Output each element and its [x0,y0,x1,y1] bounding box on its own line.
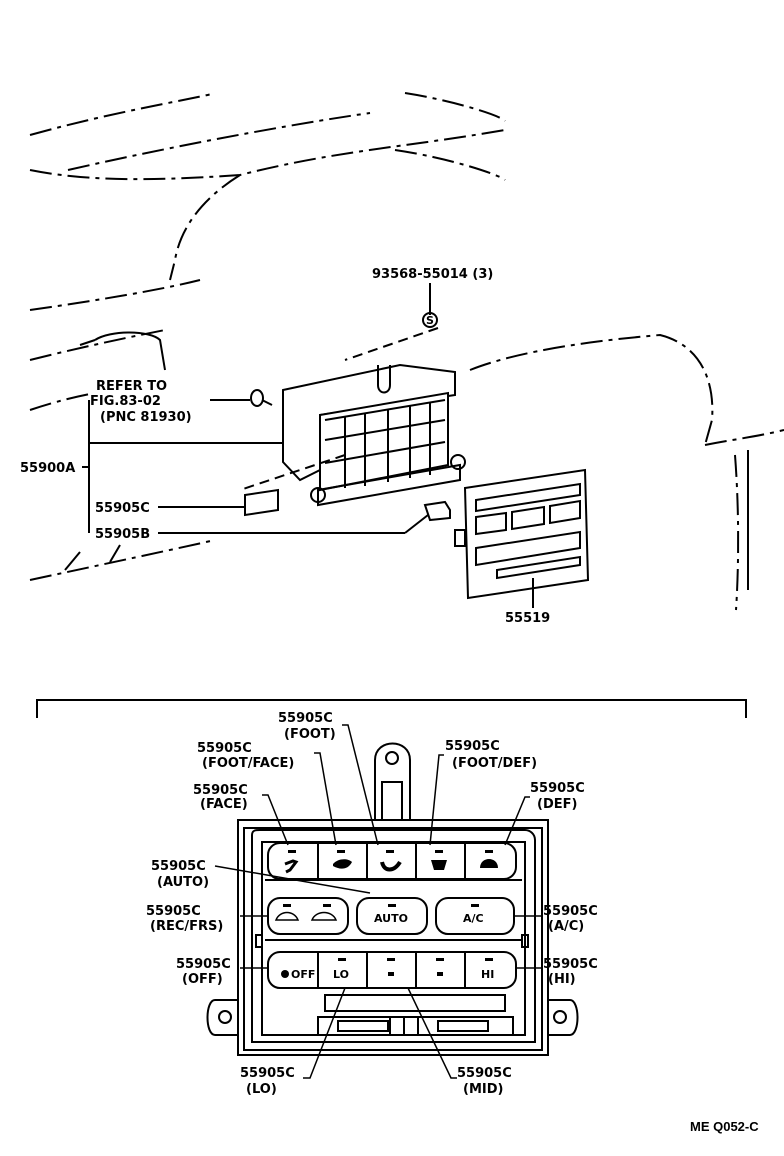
callout-name: (OFF) [182,972,223,987]
lo-button-label: LO [333,968,349,981]
recirculate-icon [274,911,300,921]
callout-part-number: 55905C [543,957,598,972]
foot-face-icon [333,859,352,869]
middle-button-row: AUTO A/C [267,897,515,935]
mode-button-row [267,842,517,880]
callout-part-number: 55905C [543,904,598,919]
callout-part-number: 55905C [193,783,248,798]
climate-control-unit [239,363,466,507]
callout-def: 55905C (DEF) [504,781,585,846]
callout-foot-face: 55905C (FOOT/FACE) [197,741,337,846]
callout-name: (HI) [548,972,576,987]
callout-part-number: 55905C [278,711,333,726]
fan-button-row: OFF LO HI [267,951,517,989]
dashboard-outline [29,92,784,611]
foot-vent-icon [380,860,402,872]
callout-lo: 55905C (LO) [240,987,346,1097]
callout-part-number: 55905C [530,781,585,796]
callout-name: (LO) [246,1082,277,1097]
figure-code: ME Q052-C [690,1119,759,1134]
screw-callout: 93568-55014 (3) S [344,267,493,361]
auto-button[interactable]: AUTO [356,897,428,935]
foot-mode-button[interactable] [380,850,402,872]
defrost-icon [480,859,498,868]
detail-housing [206,742,579,1056]
assembly-label-tree: REFER TO FIG.83-02 (PNC 81930) 55900A 55… [20,379,429,542]
callout-name: (FACE) [200,797,248,812]
callout-foot: 55905C (FOOT) [278,711,379,846]
mounting-screw [250,389,273,407]
knob-b-part [423,500,451,522]
knob-b-part-number: 55905B [95,527,150,542]
detail-bracket [36,699,747,718]
fan-mid1-button[interactable] [387,958,395,976]
callout-ac: 55905C (A/C) [514,904,598,934]
refer-text-line1: REFER TO [96,379,167,394]
callout-part-number: 55905C [457,1066,512,1081]
ac-button[interactable]: A/C [435,897,515,935]
face-mode-button[interactable] [284,850,299,874]
fan-lo-button[interactable]: LO [333,958,349,981]
callout-part-number: 55905C [176,957,231,972]
callout-rec-frs: 55905C (REC/FRS) [146,904,268,934]
refer-text-line3: (PNC 81930) [100,410,192,425]
callout-name: (DEF) [537,797,577,812]
panel-part-number: 55519 [505,611,550,626]
callout-mid: 55905C (MID) [407,987,512,1097]
foot-face-mode-button[interactable] [333,850,352,869]
fan-off-button[interactable]: OFF [281,968,315,981]
fan-icon [281,970,289,978]
callout-auto: 55905C (AUTO) [151,859,371,894]
auto-button-label: AUTO [374,912,408,925]
callout-name: (FOOT/FACE) [202,756,294,771]
callout-foot-def: 55905C (FOOT/DEF) [429,739,537,846]
refer-text-line2: FIG.83-02 [90,394,161,409]
foot-def-mode-button[interactable] [431,850,447,870]
callout-part-number: 55905C [151,859,206,874]
callout-part-number: 55905C [445,739,500,754]
rec-frs-button[interactable] [267,897,349,935]
callout-part-number: 55905C [240,1066,295,1081]
callout-name: (A/C) [548,919,584,934]
callout-face: 55905C (FACE) [193,783,289,846]
hi-button-label: HI [481,968,494,981]
panel-part: 55519 [454,468,590,626]
callout-hi: 55905C (HI) [516,957,598,987]
fresh-air-icon [310,911,338,921]
callout-name: (FOOT) [284,727,336,742]
fan-hi-button[interactable]: HI [481,958,494,981]
callout-part-number: 55905C [146,904,201,919]
face-vent-icon [284,859,299,874]
screw-icon [422,312,438,328]
screw-part-number: 93568-55014 (3) [372,267,493,282]
foot-defrost-icon [431,860,447,870]
def-mode-button[interactable] [480,850,498,868]
callout-name: (MID) [463,1082,503,1097]
callout-name: (AUTO) [157,875,209,890]
fan-mid2-button[interactable] [436,958,444,976]
knob-c-part-number: 55905C [95,501,150,516]
off-button-label: OFF [291,968,315,981]
callout-part-number: 55905C [197,741,252,756]
assembly-part-number: 55900A [20,461,75,476]
ac-button-label: A/C [463,912,484,925]
knob-c-part [244,488,279,517]
callout-name: (REC/FRS) [150,919,223,934]
callout-name: (FOOT/DEF) [452,756,537,771]
callout-off: 55905C (OFF) [176,957,268,987]
screw-symbol: S [426,314,434,327]
